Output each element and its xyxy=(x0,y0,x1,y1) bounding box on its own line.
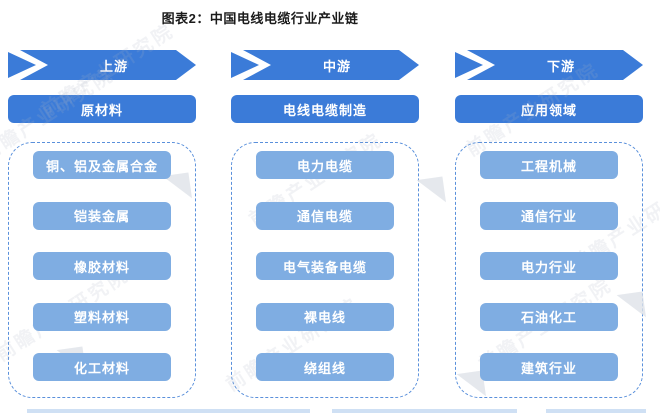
stage-label: 中游 xyxy=(322,58,351,74)
item-label: 裸电线 xyxy=(303,310,346,325)
item-box: 绕组线 xyxy=(256,353,394,381)
category-label: 应用领域 xyxy=(520,102,577,118)
category-label: 原材料 xyxy=(80,102,123,118)
item-label: 通信电缆 xyxy=(296,209,353,224)
item-box: 石油化工 xyxy=(480,302,618,331)
column-downstream: 下游 应用领域 工程机械 通信行业 电力行业 石油化工 建筑行业 xyxy=(455,50,643,398)
stage-label: 上游 xyxy=(99,58,128,74)
item-box: 铜、铝及金属合金 xyxy=(33,151,171,179)
item-label: 铠装金属 xyxy=(73,209,130,224)
item-label: 橡胶材料 xyxy=(73,259,130,275)
item-label: 电气装备电缆 xyxy=(282,259,367,275)
category-box-midstream: 电线电缆制造 xyxy=(231,95,419,123)
arrow-banner-shape xyxy=(231,50,419,80)
stage-label: 下游 xyxy=(546,58,575,74)
item-box: 电力电缆 xyxy=(256,151,394,179)
arrow-banner-shape xyxy=(455,50,643,80)
item-label: 通信行业 xyxy=(520,209,577,224)
category-label: 电线电缆制造 xyxy=(282,102,367,118)
item-label: 石油化工 xyxy=(520,310,577,325)
arrow-head-icon xyxy=(455,52,483,78)
item-label: 绕组线 xyxy=(303,360,346,376)
arrow-body-shape xyxy=(243,50,419,80)
item-box: 工程机械 xyxy=(480,151,618,179)
item-box: 通信行业 xyxy=(480,201,618,230)
arrow-head-icon xyxy=(8,52,36,78)
logo-watermark-icon: ◥ xyxy=(415,168,447,210)
category-box-downstream: 应用领域 xyxy=(455,95,643,123)
items-panel-downstream: 工程机械 通信行业 电力行业 石油化工 建筑行业 xyxy=(455,142,643,398)
column-midstream: 中游 电线电缆制造 电力电缆 通信电缆 电气装备电缆 裸电线 绕组线 xyxy=(231,50,419,398)
item-box: 电气装备电缆 xyxy=(256,252,394,280)
item-box: 铠装金属 xyxy=(33,201,171,230)
bottom-strip xyxy=(27,409,310,413)
stage-arrow-midstream: 中游 xyxy=(231,50,419,80)
item-label: 电力电缆 xyxy=(296,158,353,174)
arrow-body-shape xyxy=(467,50,643,80)
item-label: 建筑行业 xyxy=(520,360,577,376)
item-box: 电力行业 xyxy=(480,252,618,280)
arrow-banner-shape xyxy=(8,50,196,80)
stage-arrow-upstream: 上游 xyxy=(8,50,196,80)
item-label: 工程机械 xyxy=(520,158,577,174)
stage-arrow-downstream: 下游 xyxy=(455,50,643,80)
category-box-upstream: 原材料 xyxy=(8,95,196,123)
item-box: 橡胶材料 xyxy=(33,252,171,280)
arrow-body-shape xyxy=(20,50,196,80)
item-box: 化工材料 xyxy=(33,353,171,381)
item-label: 电力行业 xyxy=(520,259,577,275)
item-box: 建筑行业 xyxy=(480,353,618,381)
items-panel-upstream: 铜、铝及金属合金 铠装金属 橡胶材料 塑料材料 化工材料 xyxy=(8,142,196,398)
item-box: 塑料材料 xyxy=(33,302,171,331)
column-upstream: 上游 原材料 铜、铝及金属合金 铠装金属 橡胶材料 塑料材料 化工材料 xyxy=(8,50,196,398)
arrow-head-icon xyxy=(231,52,259,78)
item-box: 通信电缆 xyxy=(256,201,394,230)
item-box: 裸电线 xyxy=(256,302,394,331)
bottom-strip xyxy=(332,409,517,413)
items-panel-midstream: 电力电缆 通信电缆 电气装备电缆 裸电线 绕组线 xyxy=(231,142,419,398)
page-title: 图表2：中国电线电缆行业产业链 xyxy=(161,11,359,26)
item-label: 化工材料 xyxy=(73,360,130,376)
bottom-strip xyxy=(546,409,646,413)
item-label: 铜、铝及金属合金 xyxy=(45,158,158,174)
item-label: 塑料材料 xyxy=(73,310,130,325)
